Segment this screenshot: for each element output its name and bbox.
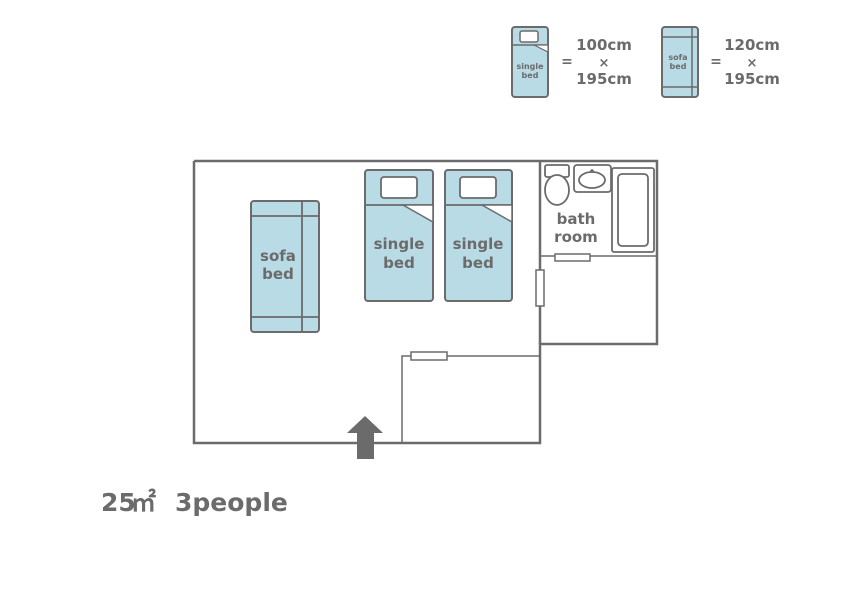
side-door [535,269,545,307]
single-bed-1: single bed [364,169,434,302]
single-bed-2: single bed [444,169,513,302]
room-area-unit: ㎡ [131,488,156,517]
legend-sofa-bed-icon: sofa bed [661,26,699,98]
bathtub-icon [611,167,655,253]
room-capacity: 3people [175,488,288,517]
single-bed-width: 100cm [576,36,632,54]
single-bed-1-label-1: single [374,235,425,253]
legend-single-bed-icon-label-2: bed [522,71,539,80]
legend: single bed = 100cm × 195cm sofa bed = 12… [511,26,780,98]
single-bed-1-label-2: bed [383,254,415,272]
sofa-bed-label-2: bed [262,265,294,283]
sofa-bed-length: 195cm [724,70,780,88]
bathroom-label-1: bath [557,210,596,228]
bathroom: bath room [544,164,655,253]
bathroom-door [554,253,591,262]
single-bed-length: 195cm [576,70,632,88]
doors [410,253,591,361]
sofa-bed: sofa bed [250,200,320,333]
room-info: 25 ㎡ 3people [101,488,288,517]
sofa-bed-width: 120cm [724,36,780,54]
single-bed-2-label-2: bed [462,254,494,272]
legend-sofa-bed-icon-label-1: sofa [668,53,687,62]
legend-sofa-bed-icon-label-2: bed [670,62,687,71]
floorplan-walls [192,159,659,445]
sofa-bed-times: × [747,56,758,71]
legend-single-bed-icon-label-1: single [516,62,544,71]
sofa-bed-label-1: sofa [260,247,296,265]
legend-equals-1: = [561,54,573,70]
single-bed-2-label-1: single [453,235,504,253]
entrance-door [410,351,448,361]
entrance-arrow-icon [347,416,383,459]
bathroom-label-2: room [554,228,598,246]
room-area-value: 25 [101,488,136,517]
toilet-icon [544,164,570,206]
legend-equals-2: = [710,54,722,70]
sink-icon [573,164,612,193]
legend-single-bed-icon: single bed [511,26,549,98]
single-bed-times: × [599,56,610,71]
